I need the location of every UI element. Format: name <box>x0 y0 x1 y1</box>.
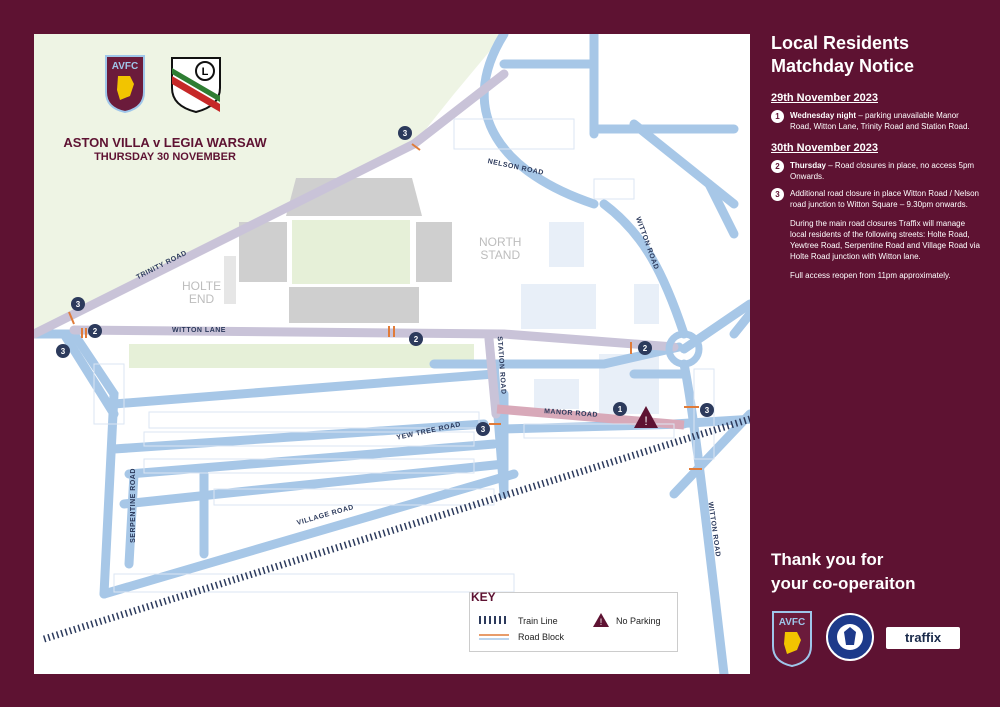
svg-text:3: 3 <box>76 300 81 309</box>
pitch <box>292 220 410 284</box>
map-key <box>469 592 678 652</box>
legia-crest-icon: L <box>171 57 221 114</box>
svg-text:3: 3 <box>481 425 486 434</box>
train-line <box>42 415 750 643</box>
notice-1-body: – parking unavailable Manor Road, Witton… <box>790 111 970 131</box>
closed-roads <box>34 69 679 419</box>
stadium <box>224 178 452 323</box>
marker-3-witton-road: 3 <box>700 403 714 417</box>
key-title: KEY <box>471 590 496 604</box>
marker-3-west: 3 <box>71 297 85 311</box>
panel-title-line2: Matchday Notice <box>771 56 915 76</box>
match-date: THURSDAY 30 NOVEMBER <box>94 151 236 163</box>
svg-text:1: 1 <box>618 405 623 414</box>
serpentine-road-label: SERPENTINE ROAD <box>129 468 137 543</box>
notice-2-number: 2 <box>771 160 784 173</box>
key-road-block: Road Block <box>518 632 565 642</box>
notice-2: 2 Thursday – Road closures in place, no … <box>771 160 981 182</box>
thank-you-line1: Thank you for <box>771 550 884 569</box>
svg-text:AVFC: AVFC <box>779 617 805 628</box>
witton-lane-label: WITTON LANE <box>172 327 226 334</box>
map-area: ! 3 3 2 3 2 2 1 3 3 AVFC L <box>34 34 750 674</box>
svg-text:!: ! <box>600 617 603 627</box>
marker-3-trinity: 3 <box>398 126 412 140</box>
match-name: ASTON VILLA v LEGIA WARSAW <box>63 135 267 150</box>
holte-end-label: HOLTE END <box>182 279 222 306</box>
svg-text:2: 2 <box>414 335 419 344</box>
house-rows <box>93 118 715 593</box>
no-parking-sign: ! <box>634 406 658 428</box>
key-no-parking: No Parking <box>616 616 661 626</box>
key-icons <box>479 616 509 640</box>
svg-text:3: 3 <box>61 347 66 356</box>
svg-text:3: 3 <box>403 129 408 138</box>
marker-2-witton-lane: 2 <box>409 332 423 346</box>
match-title: ASTON VILLA v LEGIA WARSAW THURSDAY 30 N… <box>60 136 270 164</box>
date-heading-29: 29th November 2023 <box>771 92 878 104</box>
park-strip <box>129 344 474 368</box>
svg-text:!: ! <box>644 414 647 428</box>
marker-2-west: 2 <box>88 324 102 338</box>
thank-you: Thank you for your co-operaiton <box>771 548 991 596</box>
north-stand-label: NORTH STAND <box>479 235 522 262</box>
marker-2-east: 2 <box>638 341 652 355</box>
police-crest-icon <box>826 613 874 661</box>
map-markers: 3 3 2 3 2 2 1 3 3 <box>56 126 714 436</box>
marker-1-manor: 1 <box>613 402 627 416</box>
notice-3-text: Additional road closure in place Witton … <box>790 189 979 209</box>
buildings <box>521 222 659 414</box>
key-train-line: Train Line <box>518 616 558 626</box>
no-parking-key-icon: ! <box>593 613 609 627</box>
traffix-logo: traffix <box>886 627 960 649</box>
road-block <box>411 143 421 151</box>
notice-1: 1 Wednesday night – parking unavailable … <box>771 110 981 132</box>
avfc-footer-crest-icon: AVFC <box>772 611 812 668</box>
svg-text:AVFC: AVFC <box>112 61 138 72</box>
traffix-paragraph: During the main road closures Traffix wi… <box>790 219 980 261</box>
marker-3-yew-tree: 3 <box>476 422 490 436</box>
notice-2-bold: Thursday <box>790 161 827 170</box>
avfc-footer-logo: AVFC <box>771 610 813 673</box>
svg-text:2: 2 <box>643 344 648 353</box>
notice-1-text: Wednesday night – parking unavailable Ma… <box>790 110 981 132</box>
road-blocks <box>68 143 702 470</box>
thank-you-line2: your co-operaiton <box>771 574 916 593</box>
map-canvas: ! 3 3 2 3 2 2 1 3 3 <box>34 34 750 674</box>
notice-3: 3 Additional road closure in place Witto… <box>771 188 981 210</box>
notice-1-number: 1 <box>771 110 784 123</box>
notice-panel: Local Residents Matchday Notice 29th Nov… <box>771 32 981 281</box>
svg-text:3: 3 <box>705 406 710 415</box>
svg-text:2: 2 <box>93 327 98 336</box>
road-block <box>68 311 75 325</box>
date-heading-30: 30th November 2023 <box>771 142 878 154</box>
park-area <box>34 34 504 334</box>
notice-2-text: Thursday – Road closures in place, no ac… <box>790 160 981 182</box>
police-logo <box>826 613 874 666</box>
notice-2-body: – Road closures in place, no access 5pm … <box>790 161 975 181</box>
notice-1-bold: Wednesday night <box>790 111 857 120</box>
full-access-paragraph: Full access reopen from 11pm approximate… <box>790 271 951 280</box>
roundabout <box>665 330 703 368</box>
notice-3-number: 3 <box>771 188 784 201</box>
marker-3-southwest: 3 <box>56 344 70 358</box>
avfc-crest-icon: AVFC <box>105 55 145 114</box>
panel-title-line1: Local Residents <box>771 33 910 53</box>
svg-text:L: L <box>202 66 209 78</box>
